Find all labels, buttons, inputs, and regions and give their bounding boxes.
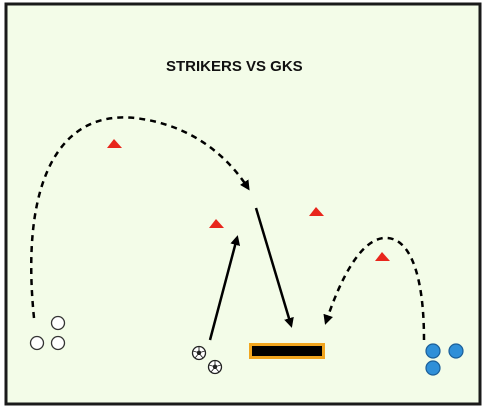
cone-marker <box>107 139 122 148</box>
cone-marker <box>375 252 390 261</box>
attacker-player <box>50 335 66 351</box>
goalkeeper-player <box>425 360 441 376</box>
attacker-player <box>29 335 45 351</box>
goal-bar <box>252 346 322 356</box>
shot-arrow <box>254 207 294 328</box>
pitch-area <box>4 2 482 406</box>
soccer-ball-icon <box>191 345 207 361</box>
cone-marker <box>309 207 324 216</box>
cone-marker <box>209 219 224 228</box>
dribble-run-left-arrow <box>30 116 250 319</box>
goalkeeper-player <box>425 343 441 359</box>
diagram-title: STRIKERS VS GKS <box>166 58 303 75</box>
pass-arrow <box>208 235 241 341</box>
soccer-ball-icon <box>207 359 223 375</box>
attacker-player <box>50 315 66 331</box>
goalkeeper-player <box>448 343 464 359</box>
